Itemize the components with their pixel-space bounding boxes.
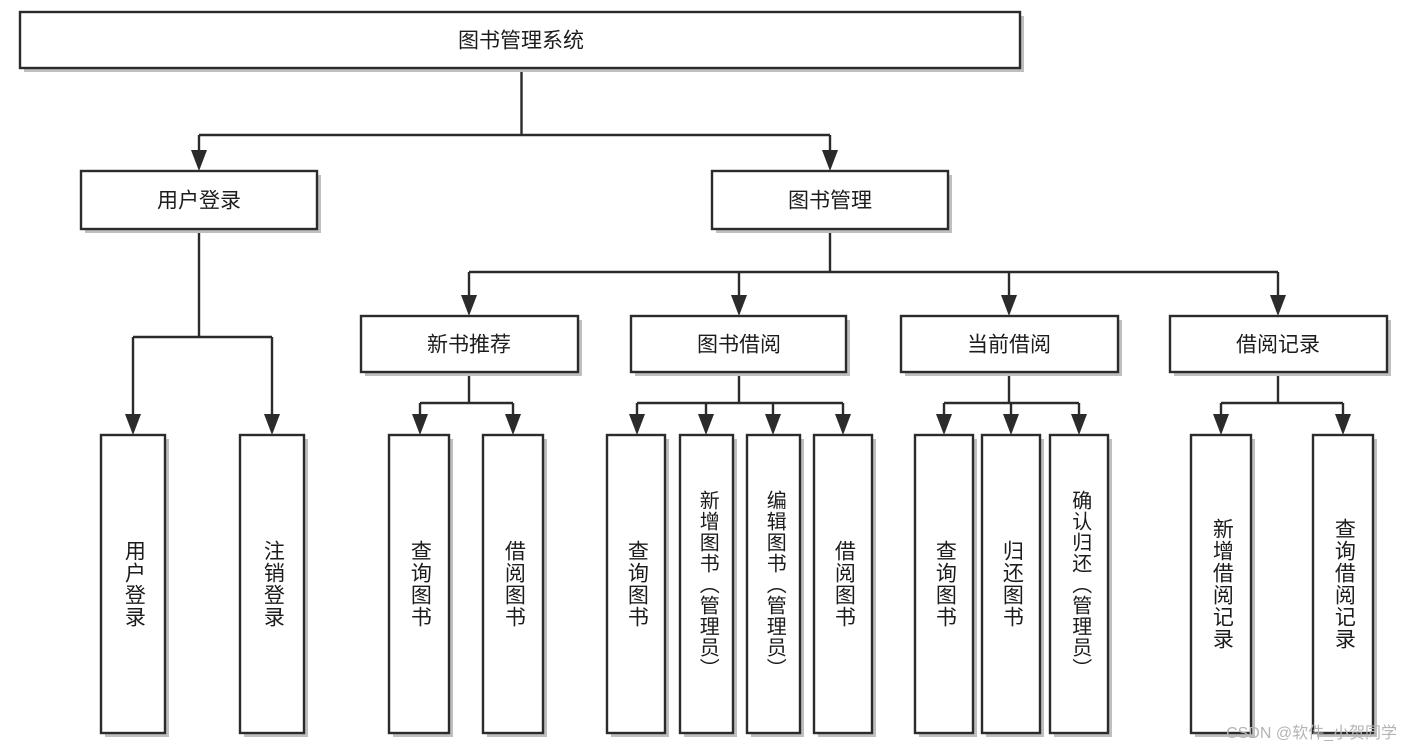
node-new-book-rec[interactable]: 新书推荐	[359, 314, 582, 376]
node-borrow-record[interactable]: 借阅记录	[1168, 314, 1391, 376]
arrow-head-leaf-query-book-2	[629, 414, 645, 435]
arrow-head-current-borrow	[1001, 295, 1017, 316]
connectors	[125, 68, 1351, 435]
node-root-label: 图书管理系统	[458, 30, 584, 53]
node-leaf-logout[interactable]	[238, 433, 308, 737]
node-user-login-box	[79, 169, 319, 231]
node-current-borrow[interactable]: 当前借阅	[899, 314, 1122, 376]
node-book-manage-box	[710, 169, 950, 231]
node-leaf-borrow-book-1-box	[481, 433, 545, 735]
node-book-manage-label: 图书管理	[788, 190, 872, 213]
node-leaf-query-book-3-box	[913, 433, 975, 735]
arrow-head-new-book-rec	[461, 295, 477, 316]
node-leaf-edit-book[interactable]	[745, 433, 804, 737]
node-book-borrow[interactable]: 图书借阅	[629, 314, 850, 376]
node-leaf-borrow-book-1[interactable]	[481, 433, 547, 737]
node-current-borrow-label: 当前借阅	[967, 334, 1051, 357]
node-borrow-record-label: 借阅记录	[1236, 334, 1320, 357]
node-root-box	[18, 10, 1022, 70]
watermark-text: CSDN @软件_小贺同学	[1226, 725, 1397, 742]
node-leaf-query-book-1-box	[387, 433, 451, 735]
node-leaf-query-record-box	[1311, 433, 1375, 735]
node-book-borrow-label: 图书借阅	[697, 334, 781, 357]
node-leaf-return-book[interactable]	[980, 433, 1044, 737]
node-leaf-borrow-book-2-box	[812, 433, 874, 735]
arrow-head-user-login	[191, 150, 207, 171]
arrow-head-leaf-return-book	[1003, 414, 1019, 435]
arrow-head-leaf-query-book-1	[412, 414, 428, 435]
arrow-head-leaf-user-login	[125, 414, 141, 435]
arrow-head-leaf-confirm-return	[1071, 414, 1087, 435]
node-leaf-query-book-3[interactable]	[913, 433, 977, 737]
node-leaf-query-record[interactable]	[1311, 433, 1377, 737]
leaf-boxes	[99, 433, 1377, 737]
node-root[interactable]: 图书管理系统	[18, 10, 1024, 72]
arrow-head-leaf-query-book-3	[936, 414, 952, 435]
arrow-head-book-borrow	[731, 295, 747, 316]
node-leaf-confirm-return-box	[1048, 433, 1110, 735]
node-leaf-add-record[interactable]	[1189, 433, 1255, 737]
node-new-book-rec-label: 新书推荐	[427, 334, 511, 357]
arrow-head-leaf-query-record	[1335, 414, 1351, 435]
node-leaf-borrow-book-2[interactable]	[812, 433, 876, 737]
node-leaf-add-book[interactable]	[678, 433, 737, 737]
node-leaf-user-login[interactable]	[99, 433, 169, 737]
node-leaf-add-record-box	[1189, 433, 1253, 735]
node-current-borrow-box	[899, 314, 1120, 374]
node-borrow-record-box	[1168, 314, 1389, 374]
node-book-manage[interactable]: 图书管理	[710, 169, 952, 233]
arrow-head-book-manage	[822, 150, 838, 171]
node-leaf-user-login-box	[99, 433, 167, 735]
node-user-login-label: 用户登录	[157, 190, 241, 213]
arrow-head-leaf-borrow-book-2	[835, 414, 851, 435]
arrow-head-leaf-logout	[264, 414, 280, 435]
node-leaf-confirm-return[interactable]	[1048, 433, 1112, 737]
node-leaf-add-book-box	[678, 433, 735, 735]
arrow-head-leaf-edit-book	[765, 414, 781, 435]
node-leaf-return-book-box	[980, 433, 1042, 735]
arrow-head-leaf-add-book	[698, 414, 714, 435]
node-leaf-logout-box	[238, 433, 306, 735]
node-new-book-rec-box	[359, 314, 580, 374]
arrow-head-leaf-borrow-book-1	[505, 414, 521, 435]
node-leaf-query-book-1[interactable]	[387, 433, 453, 737]
arrow-head-leaf-add-record	[1213, 414, 1229, 435]
node-book-borrow-box	[629, 314, 848, 374]
node-leaf-query-book-2-box	[605, 433, 667, 735]
arrow-head-borrow-record	[1270, 295, 1286, 316]
node-leaf-query-book-2[interactable]	[605, 433, 669, 737]
node-user-login[interactable]: 用户登录	[79, 169, 321, 233]
node-leaf-edit-book-box	[745, 433, 802, 735]
